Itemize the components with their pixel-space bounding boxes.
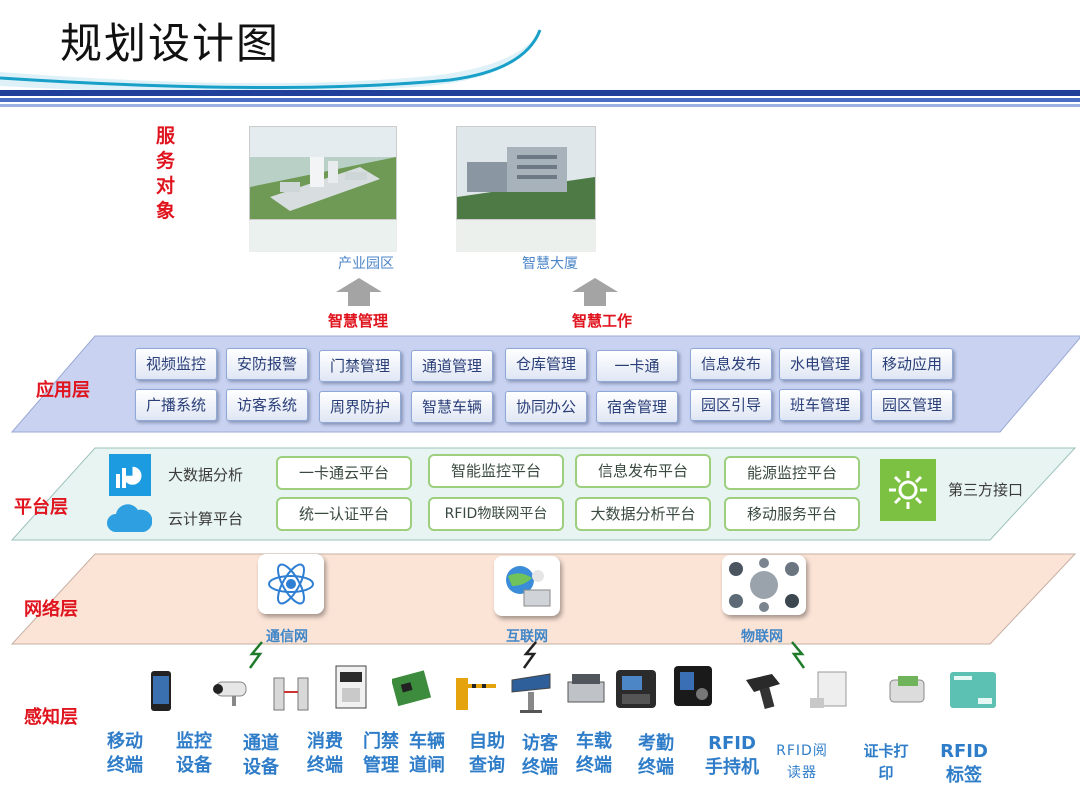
terminal-label-self-service: 自助查询: [469, 731, 505, 776]
third-party-interface-icon: [880, 459, 936, 521]
app-shuttle-button[interactable]: 班车管理: [779, 389, 861, 421]
up-arrow-icon: [572, 278, 618, 306]
app-dormitory-button[interactable]: 宿舍管理: [596, 391, 678, 423]
terminal-label-attendance: 考勤终端: [638, 733, 674, 778]
platform-mobile-service-button[interactable]: 移动服务平台: [724, 497, 860, 531]
attendance-terminal-icon: [674, 666, 712, 706]
app-one-card-button[interactable]: 一卡通: [596, 350, 678, 382]
smart-management-label: 智慧管理: [328, 312, 389, 330]
visitor-terminal-icon: [567, 674, 605, 703]
platform-one-card-cloud-button[interactable]: 一卡通云平台: [276, 456, 412, 490]
card-printer-icon: [889, 676, 925, 703]
terminal-label-vehicle-mounted: 车载终端: [576, 731, 612, 776]
vehicle-terminal-icon: [616, 670, 656, 708]
header-decoration: [0, 29, 1080, 107]
smart-work-label: 智慧工作: [572, 312, 633, 330]
terminal-label-monitor: 监控设备: [176, 731, 212, 776]
service-objects-label: 服务对象: [156, 125, 176, 222]
big-data-icon: [109, 454, 151, 496]
app-access-control-button[interactable]: 门禁管理: [319, 350, 401, 382]
big-data-label: 大数据分析: [168, 466, 244, 484]
terminal-label-card-printer: 证卡打印: [863, 742, 909, 782]
pos-terminal-icon: [335, 665, 367, 709]
self-service-kiosk-icon: [511, 673, 551, 713]
rfid-handheld-icon: [746, 674, 780, 709]
smart-building-photo-reflection: [456, 220, 596, 252]
cloud-icon: [107, 504, 152, 532]
app-mobile-app-button[interactable]: 移动应用: [871, 348, 953, 380]
cloud-platform-label: 云计算平台: [168, 510, 244, 528]
platform-smart-monitor-button[interactable]: 智能监控平台: [428, 454, 564, 488]
wireless-signal-icon: [791, 641, 806, 669]
app-broadcast-button[interactable]: 广播系统: [135, 389, 217, 421]
terminal-label-vehicle-gate: 车辆道闸: [409, 731, 445, 776]
app-park-management-button[interactable]: 园区管理: [871, 389, 953, 421]
terminal-label-visitor: 访客终端: [522, 733, 558, 778]
platform-layer-label: 平台层: [14, 497, 68, 518]
app-security-alarm-button[interactable]: 安防报警: [226, 348, 308, 380]
gate-device-icon: [273, 677, 309, 711]
rfid-tag-icon: [950, 672, 996, 708]
app-info-publish-button[interactable]: 信息发布: [690, 348, 772, 380]
platform-unified-auth-button[interactable]: 统一认证平台: [276, 497, 412, 531]
terminal-label-rfid-reader: RFID阅读器: [776, 743, 828, 781]
access-controller-icon: [392, 670, 432, 707]
industrial-park-photo-reflection: [249, 220, 397, 252]
terminal-label-consumption: 消费终端: [307, 731, 343, 776]
app-channel-management-button[interactable]: 通道管理: [411, 350, 493, 382]
camera-icon: [213, 681, 247, 706]
platform-big-data-button[interactable]: 大数据分析平台: [575, 497, 711, 531]
app-warehouse-management-button[interactable]: 仓库管理: [505, 348, 587, 380]
app-collaboration-button[interactable]: 协同办公: [505, 391, 587, 423]
internet-icon: [494, 556, 560, 616]
terminal-label-mobile: 移动终端: [107, 731, 143, 776]
communication-network-label: 通信网: [266, 629, 308, 645]
rfid-reader-icon: [810, 671, 847, 708]
smart-building-photo: [456, 126, 596, 220]
internet-label: 互联网: [506, 629, 548, 645]
industrial-park-caption: 产业园区: [338, 256, 394, 272]
app-perimeter-button[interactable]: 周界防护: [319, 391, 401, 423]
app-smart-vehicle-button[interactable]: 智慧车辆: [411, 391, 493, 423]
mobile-phone-icon: [151, 671, 171, 711]
up-arrow-icon: [336, 278, 382, 306]
network-layer-label: 网络层: [24, 599, 78, 620]
app-video-monitoring-button[interactable]: 视频监控: [135, 348, 217, 380]
iot-icon: [722, 555, 806, 615]
terminal-label-channel: 通道设备: [243, 733, 279, 778]
app-visitor-system-button[interactable]: 访客系统: [226, 389, 308, 421]
third-party-interface-label: 第三方接口: [948, 481, 1024, 499]
platform-info-publish-button[interactable]: 信息发布平台: [575, 454, 711, 488]
industrial-park-photo: [249, 126, 397, 220]
iot-label: 物联网: [741, 629, 783, 645]
app-layer-label: 应用层: [36, 380, 90, 401]
page-title: 规划设计图: [60, 19, 281, 68]
smart-building-caption: 智慧大厦: [522, 256, 578, 272]
app-park-guide-button[interactable]: 园区引导: [690, 389, 772, 421]
perception-layer-label: 感知层: [24, 707, 78, 728]
platform-rfid-iot-button[interactable]: RFID物联网平台: [428, 497, 564, 531]
wireless-signal-icon: [522, 641, 537, 669]
app-water-power-button[interactable]: 水电管理: [779, 348, 861, 380]
wireless-signal-icon: [248, 641, 263, 669]
communication-network-icon: [258, 554, 324, 614]
terminal-label-access: 门禁管理: [363, 731, 399, 776]
platform-energy-monitor-button[interactable]: 能源监控平台: [724, 456, 860, 490]
barrier-gate-icon: [456, 678, 496, 710]
